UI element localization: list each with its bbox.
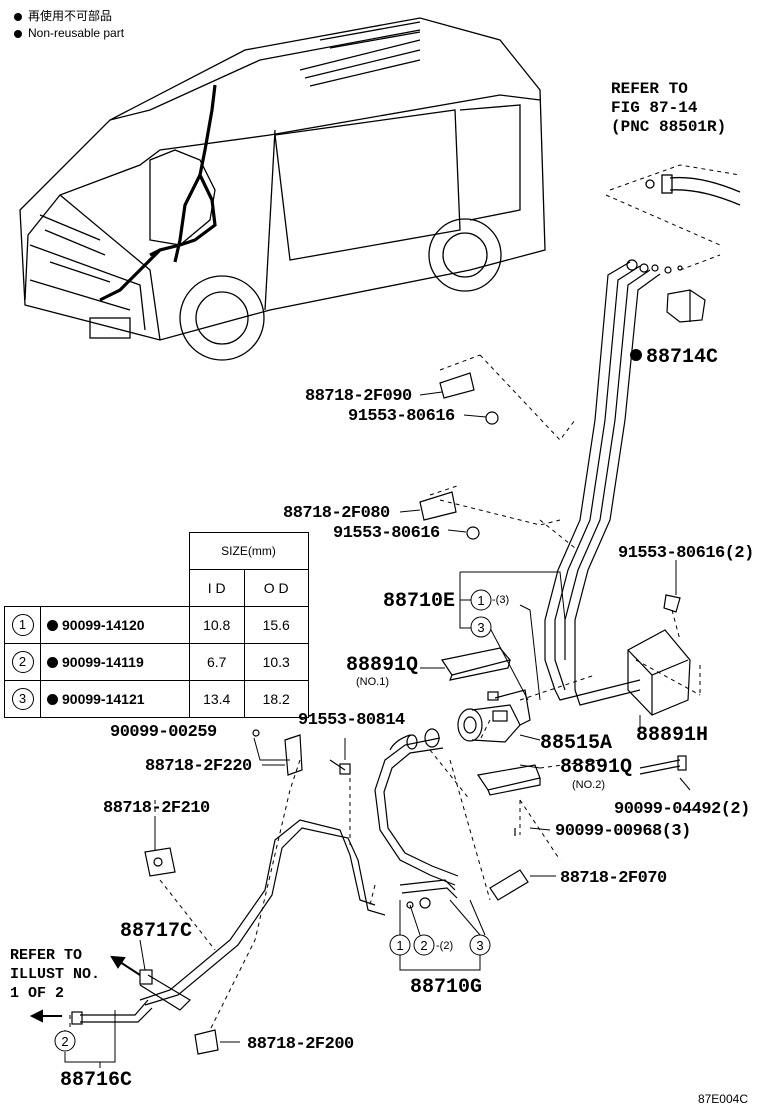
arrow-head-icon	[29, 1009, 43, 1023]
legend: 再使用不可部品 Non-reusable part	[14, 8, 124, 42]
arrow-head-icon	[110, 955, 126, 969]
label-88710E: 88710E	[383, 590, 455, 613]
arrows	[29, 955, 141, 1023]
table-row: 3 90099-14121 13.4 18.2	[4, 680, 309, 718]
label-88718-2F220: 88718-2F220	[145, 757, 252, 776]
callout-2: 2	[420, 938, 427, 953]
fasteners	[252, 729, 516, 836]
label-88891H: 88891H	[636, 724, 708, 747]
part-88714C	[666, 289, 706, 323]
callouts: 1 3 1 2 3 2	[54, 589, 492, 1052]
label-88891Q-no1: (NO.1)	[356, 676, 389, 688]
label-91553-80616-a: 91553-80616	[348, 407, 455, 426]
legend-row-jp: 再使用不可部品	[14, 8, 124, 25]
label-88891Q-no2: (NO.2)	[572, 779, 605, 791]
non-reusable-icon	[47, 694, 58, 705]
label-88710G-qty: -(2)	[436, 940, 453, 952]
refer-left-line: 1 OF 2	[10, 985, 65, 1002]
label-88714C: 88714C	[646, 346, 718, 369]
size-header: SIZE(mm)	[188, 532, 309, 570]
clamps	[144, 734, 529, 1055]
part-88891Q-no2	[476, 764, 541, 796]
refer-top-line: REFER TO	[611, 80, 688, 98]
refer-left-line: REFER TO	[10, 947, 83, 964]
refer-left-line: ILLUST NO.	[10, 966, 101, 983]
part-88515A	[457, 689, 531, 743]
figure-code: 87E004C	[697, 1092, 748, 1106]
label-88718-2F080: 88718-2F080	[283, 504, 390, 523]
label-88718-2F200: 88718-2F200	[247, 1035, 354, 1054]
od-value: 10.3	[243, 643, 309, 681]
label-91553-80616-2: 91553-80616(2)	[618, 544, 754, 563]
label-90099-00259: 90099-00259	[110, 723, 217, 742]
brackets	[419, 372, 681, 613]
od-value: 18.2	[243, 680, 309, 718]
row-num: 3	[11, 688, 34, 710]
callout-2: 2	[61, 1034, 68, 1049]
pipe-88710E	[544, 259, 683, 706]
label-90099-04492: 90099-04492(2)	[614, 800, 750, 819]
od-value: 15.6	[243, 606, 309, 644]
col-od: O D	[243, 569, 309, 607]
refer-note-left: REFER TO ILLUST NO. 1 OF 2	[10, 946, 100, 1003]
suction-hose-top	[645, 174, 741, 206]
table-subheader-row: I D O D	[5, 569, 309, 607]
dash-lines	[69, 164, 741, 1031]
part-number: 90099-14120	[62, 617, 145, 633]
row-num: 2	[11, 651, 34, 673]
hose-size-table: SIZE(mm) I D O D 1 90099-14120 10.8 15.6…	[4, 532, 309, 718]
refer-top-line: FIG 87-14	[611, 99, 698, 117]
label-91553-80616-b: 91553-80616	[333, 524, 440, 543]
label-91553-80814: 91553-80814	[298, 711, 405, 730]
label-88718-2F090: 88718-2F090	[305, 387, 412, 406]
id-value: 6.7	[188, 643, 245, 681]
part-number: 90099-14119	[62, 654, 144, 670]
row-num: 1	[11, 614, 34, 636]
part-88891Q-no1	[441, 647, 512, 681]
table-header-row: SIZE(mm)	[5, 532, 309, 570]
part-number: 90099-14121	[62, 691, 145, 707]
legend-text-jp: 再使用不可部品	[28, 9, 113, 23]
label-88716C: 88716C	[60, 1069, 132, 1092]
pipe-88717C	[71, 819, 386, 1025]
col-id: I D	[188, 569, 245, 607]
bolt-90099-04492	[639, 755, 687, 775]
callout-1: 1	[396, 938, 403, 953]
label-88515A: 88515A	[540, 732, 612, 755]
bullet-icon	[14, 12, 22, 21]
non-reusable-icon	[47, 657, 58, 668]
label-88718-2F070: 88718-2F070	[560, 869, 667, 888]
id-value: 10.8	[188, 606, 245, 644]
table-row: 2 90099-14119 6.7 10.3	[4, 643, 309, 681]
legend-text-en: Non-reusable part	[28, 26, 125, 40]
van-illustration	[19, 17, 546, 361]
table-row: 1 90099-14120 10.8 15.6	[4, 606, 309, 644]
refer-top-line: (PNC 88501R)	[611, 118, 727, 136]
bullet-icon	[14, 29, 22, 38]
non-reusable-icon	[630, 349, 642, 361]
callout-3: 3	[477, 620, 484, 635]
legend-row-en: Non-reusable part	[14, 25, 124, 42]
label-88717C: 88717C	[120, 920, 192, 943]
label-88710G: 88710G	[410, 976, 482, 999]
id-value: 13.4	[188, 680, 245, 718]
label-88710E-qty: -(3)	[492, 594, 509, 606]
pipe-88710G	[374, 728, 459, 909]
label-88891Q-1: 88891Q	[346, 654, 418, 677]
label-88718-2F210: 88718-2F210	[103, 799, 210, 818]
label-88891Q-2: 88891Q	[560, 756, 632, 779]
part-labels: 88714C 88718-2F090 91553-80616 88718-2F0…	[60, 346, 754, 1092]
van-ac-line	[99, 84, 217, 302]
callout-3: 3	[476, 938, 483, 953]
label-90099-00968: 90099-00968(3)	[555, 822, 691, 841]
part-88891H	[627, 629, 691, 716]
leader-lines	[64, 391, 691, 1068]
callout-1: 1	[477, 593, 484, 608]
non-reusable-icon	[47, 620, 58, 631]
